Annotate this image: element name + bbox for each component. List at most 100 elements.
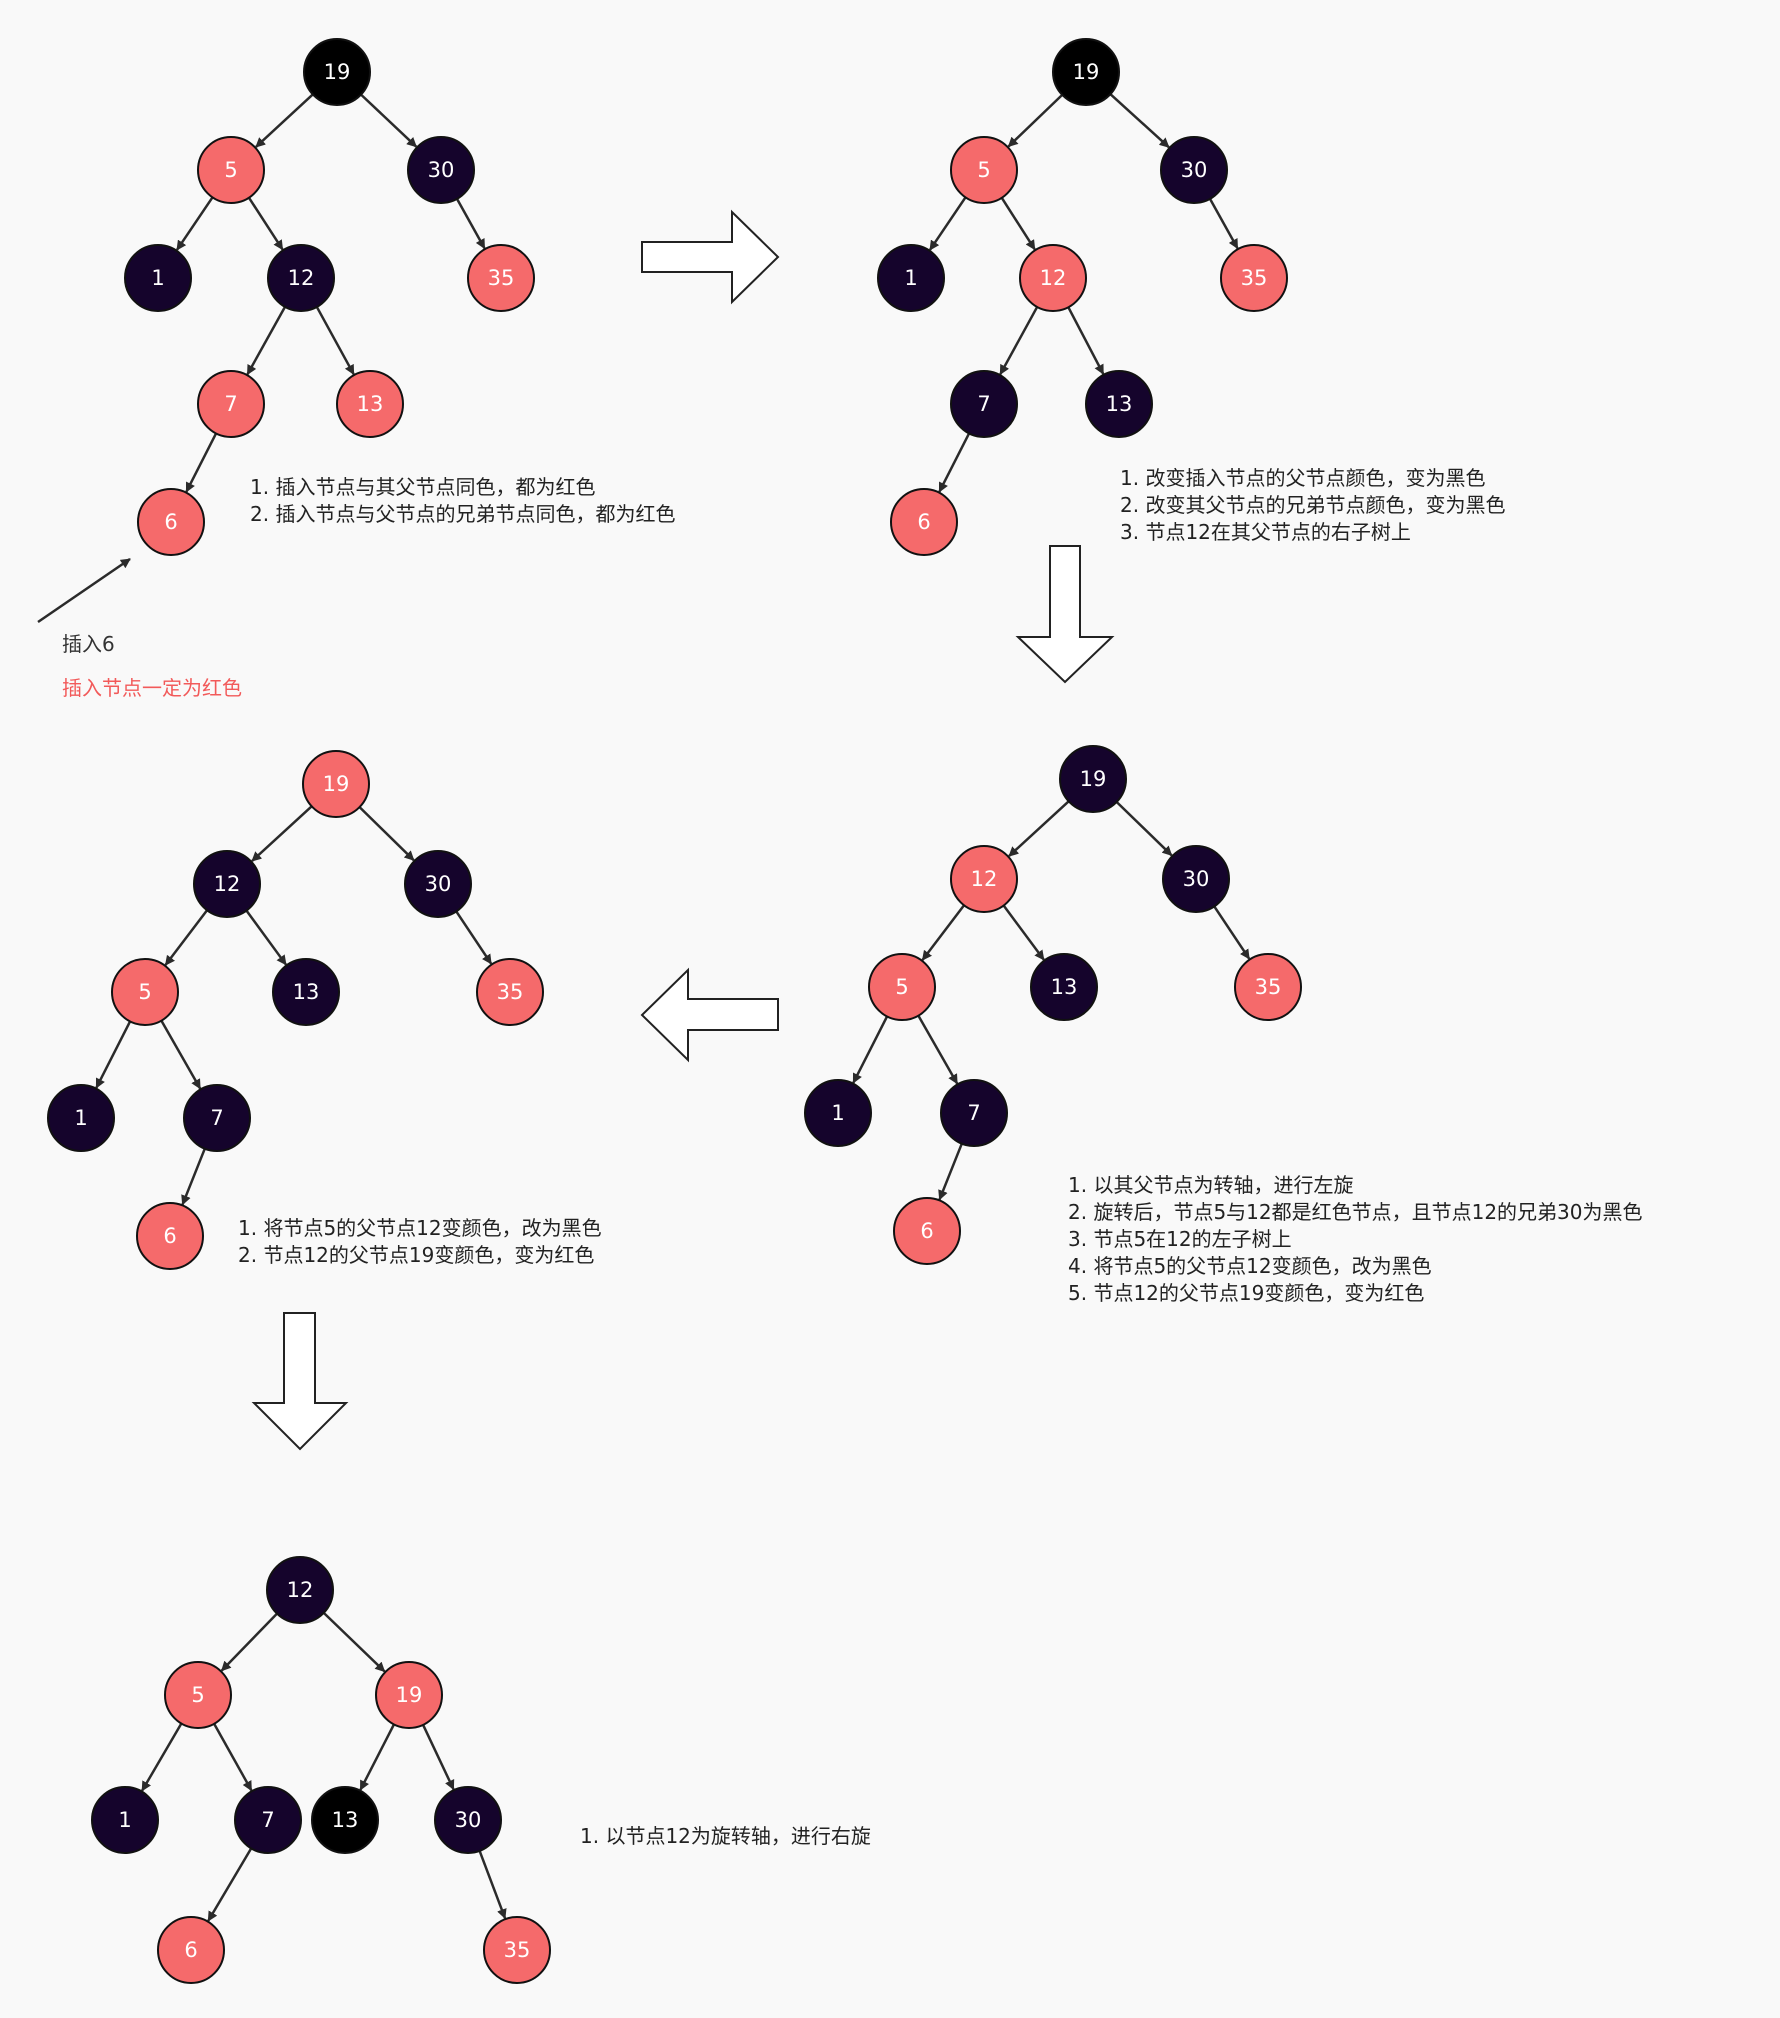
node-circle (1234, 953, 1302, 1021)
node-label: 35 (497, 980, 524, 1004)
tree-3 (852, 800, 1251, 1201)
node-circle (197, 136, 265, 204)
node-circle (950, 136, 1018, 204)
tree-edge (421, 1724, 455, 1791)
node-circle (124, 244, 192, 312)
tree-edge (929, 196, 967, 251)
tree-edge (251, 805, 313, 862)
node-circle (164, 1661, 232, 1729)
tree-node: 13 (1030, 953, 1098, 1021)
tree-node: 19 (303, 38, 371, 106)
down-transition-arrow-1 (1015, 545, 1115, 684)
node-label: 30 (425, 872, 452, 896)
tree-edge (164, 909, 209, 966)
node-label: 7 (261, 1808, 274, 1832)
node-label: 6 (163, 1224, 176, 1248)
node-label: 12 (214, 872, 241, 896)
tree-node: 1 (91, 1786, 159, 1854)
tree-edge (1067, 306, 1105, 375)
tree-node: 12 (267, 244, 335, 312)
node-label: 5 (977, 158, 990, 182)
node-label: 35 (488, 266, 515, 290)
tree-node: 6 (890, 488, 958, 556)
node-circle (950, 370, 1018, 438)
node-circle (407, 136, 475, 204)
node-circle (1085, 370, 1153, 438)
node-label: 7 (977, 392, 990, 416)
tree-node: 5 (111, 958, 179, 1026)
node-label: 5 (895, 975, 908, 999)
node-circle (375, 1661, 443, 1729)
tree-edge (921, 904, 966, 961)
tree-node: 30 (434, 1786, 502, 1854)
node-label: 5 (191, 1683, 204, 1707)
tree-node: 7 (197, 370, 265, 438)
tree-edge (213, 1723, 253, 1792)
node-label: 30 (1183, 867, 1210, 891)
node-circle (1220, 244, 1288, 312)
tree-node: 12 (1019, 244, 1087, 312)
node-circle (47, 1084, 115, 1152)
tree-node: 35 (483, 1916, 551, 1984)
node-circle (1019, 244, 1087, 312)
node-label: 6 (917, 510, 930, 534)
node-label: 13 (1051, 975, 1078, 999)
node-label: 19 (1080, 767, 1107, 791)
node-circle (197, 370, 265, 438)
node-label: 30 (428, 158, 455, 182)
node-circle (136, 1202, 204, 1270)
node-label: 1 (904, 266, 917, 290)
node-circle (476, 958, 544, 1026)
node-label: 19 (323, 772, 350, 796)
tree-edge (358, 806, 415, 862)
tree-edge (207, 1847, 253, 1922)
tree-node: 35 (467, 244, 535, 312)
tree-node: 12 (193, 850, 261, 918)
node-circle (137, 488, 205, 556)
tree-node: 30 (404, 850, 472, 918)
node-label: 19 (396, 1683, 423, 1707)
tree-node: 6 (136, 1202, 204, 1270)
tree-node: 7 (183, 1084, 251, 1152)
tree-node: 35 (1220, 244, 1288, 312)
tree-edge (141, 1722, 183, 1792)
tree-node: 13 (272, 958, 340, 1026)
node-label: 6 (920, 1219, 933, 1243)
node-label: 7 (210, 1106, 223, 1130)
node-label: 12 (971, 867, 998, 891)
tree-edge (1007, 93, 1064, 148)
tree-edge (1000, 197, 1036, 251)
tree-4-nodes: 19 12 30 5 13 35 1 7 6 (47, 750, 544, 1270)
tree-edge (160, 1020, 202, 1090)
tree-node: 7 (234, 1786, 302, 1854)
tree-node: 12 (950, 845, 1018, 913)
tree-edge (999, 306, 1039, 376)
tree-node: 1 (47, 1084, 115, 1152)
tree-node: 13 (311, 1786, 379, 1854)
node-circle (804, 1079, 872, 1147)
tree-node: 5 (164, 1661, 232, 1729)
node-circle (267, 244, 335, 312)
tree-edge (315, 306, 355, 376)
tree-node: 13 (336, 370, 404, 438)
tree-edge (1115, 801, 1173, 857)
node-circle (893, 1197, 961, 1265)
node-label: 35 (1255, 975, 1282, 999)
tree-edge (246, 306, 287, 376)
insert-pointer-arrow (37, 557, 131, 624)
node-circle (303, 38, 371, 106)
tree-node: 30 (1162, 845, 1230, 913)
node-circle (111, 958, 179, 1026)
tree-node: 7 (950, 370, 1018, 438)
tree-edge (1008, 800, 1070, 857)
node-label: 35 (1241, 266, 1268, 290)
tree-edge (1213, 905, 1251, 960)
node-label: 6 (184, 1938, 197, 1962)
tree-node: 6 (893, 1197, 961, 1265)
